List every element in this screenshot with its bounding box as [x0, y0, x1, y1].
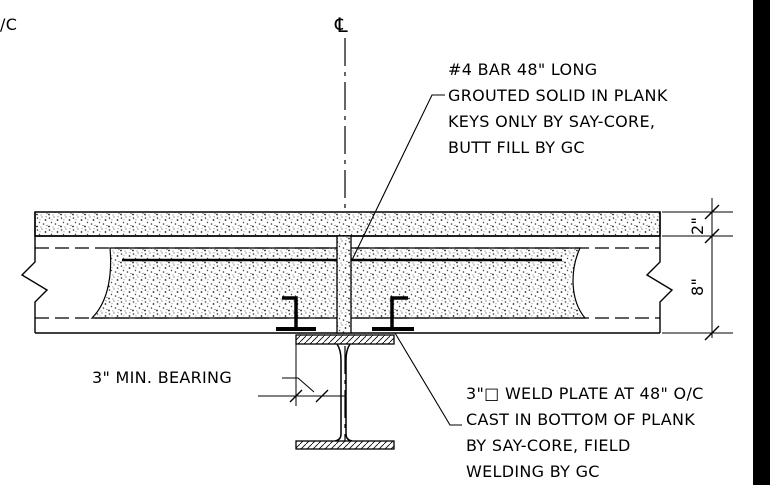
weld-note-line-1: 3"□ WELD PLATE AT 48" O/C: [466, 384, 704, 403]
bar-note-line-4: BUTT FILL BY GC: [448, 138, 585, 157]
dim-tick-top: [704, 204, 720, 220]
bearing-tick-left: [289, 389, 303, 403]
beam-bottom-flange: [295, 440, 395, 450]
dim-tick-mid: [704, 228, 720, 244]
weld-note-leader: [394, 332, 462, 426]
dim-topping-label: 2": [688, 217, 707, 235]
weld-note-line-2: CAST IN BOTTOM OF PLANK: [466, 410, 695, 429]
bar-note-line-1: #4 BAR 48" LONG: [448, 60, 597, 79]
weld-anchor-left: [282, 296, 298, 327]
beam-web: [334, 343, 353, 442]
partial-note: /C: [0, 15, 17, 34]
bar-note-leader: [351, 94, 445, 261]
bearing-note: 3" MIN. BEARING: [92, 368, 232, 387]
weld-note-line-3: BY SAY-CORE, FIELD: [466, 436, 631, 455]
beam-top-flange: [295, 334, 395, 345]
weld-note-line-4: WELDING BY GC: [466, 462, 600, 481]
bar-note-line-3: KEYS ONLY BY SAY-CORE,: [448, 112, 655, 131]
dim-plank-label: 8": [688, 278, 707, 296]
topping-slab: [34, 211, 661, 237]
plank-key: [336, 235, 352, 334]
centerline-symbol: ℄: [334, 13, 348, 37]
dim-tick-bottom: [704, 325, 720, 341]
weld-anchor-right: [390, 296, 408, 327]
break-line-left: [20, 212, 49, 333]
bearing-tick-right: [315, 389, 329, 403]
bearing-leader: [282, 377, 315, 393]
bar-note-line-2: GROUTED SOLID IN PLANK: [448, 86, 668, 105]
sheet-border: [753, 0, 770, 485]
break-line-right: [645, 212, 674, 333]
